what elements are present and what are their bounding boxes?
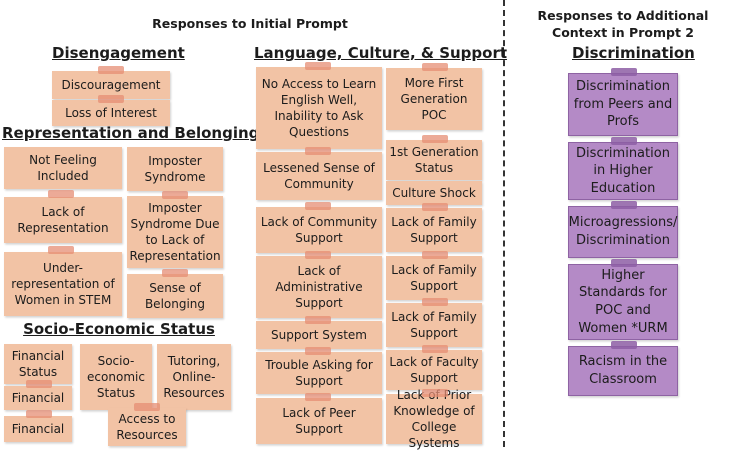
tape	[305, 347, 331, 355]
note-no-access-english: No Access to Learn English Well, Inabili…	[256, 67, 382, 149]
note-discrimination-higher-ed: Discrimination in Higher Education	[568, 142, 678, 200]
note-lack-peer-support: Lack of Peer Support	[256, 398, 382, 444]
note-lack-family-support-3: Lack of Family Support	[386, 303, 482, 347]
note-microagressions: Microagressions/ Discrimination	[568, 206, 678, 258]
tape	[422, 63, 448, 71]
note-more-first-gen: More First Generation POC	[386, 68, 482, 130]
tape	[98, 66, 124, 74]
note-imposter-syndrome: Imposter Syndrome	[127, 147, 223, 191]
heading-language: Language, Culture, & Support	[254, 44, 508, 62]
note-culture-shock: Culture Shock	[386, 181, 482, 205]
heading-representation: Representation and Belonging	[2, 124, 260, 142]
note-lack-family-support-2: Lack of Family Support	[386, 256, 482, 300]
tape	[422, 251, 448, 259]
tape	[611, 201, 637, 209]
tape	[611, 68, 637, 76]
tape	[98, 95, 124, 103]
dashed-divider	[503, 0, 505, 447]
note-support-system: Support System	[256, 321, 382, 349]
note-discouragement: Discouragement	[52, 71, 170, 99]
note-loss-of-interest: Loss of Interest	[52, 100, 170, 126]
tape	[422, 345, 448, 353]
note-financial-2: Financial	[4, 416, 72, 442]
left-title: Responses to Initial Prompt	[152, 16, 348, 31]
note-first-gen-status: 1st Generation Status	[386, 140, 482, 180]
tape	[422, 298, 448, 306]
heading-disengagement: Disengagement	[52, 44, 185, 62]
note-lack-of-representation: Lack of Representation	[4, 197, 122, 243]
right-title: Responses to Additional Context in Promp…	[537, 8, 709, 40]
note-not-feeling-included: Not Feeling Included	[4, 147, 122, 189]
tape	[611, 341, 637, 349]
note-trouble-asking: Trouble Asking for Support	[256, 352, 382, 394]
note-socioeconomic-status: Socio-economic Status	[80, 344, 152, 410]
note-racism-classroom: Racism in the Classroom	[568, 346, 678, 396]
tape	[305, 393, 331, 401]
note-higher-standards: Higher Standards for POC and Women *URM	[568, 264, 678, 340]
tape	[134, 403, 160, 411]
tape	[162, 269, 188, 277]
note-lessened-community: Lessened Sense of Community	[256, 152, 382, 200]
tape	[305, 251, 331, 259]
tape	[26, 380, 52, 388]
tape	[48, 190, 74, 198]
note-lack-community-support: Lack of Community Support	[256, 207, 382, 253]
note-financial-1: Financial	[4, 386, 72, 410]
tape	[305, 316, 331, 324]
note-imposter-syndrome-lack: Imposter Syndrome Due to Lack of Represe…	[127, 196, 223, 268]
tape	[305, 62, 331, 70]
tape	[305, 202, 331, 210]
note-lack-family-support-1: Lack of Family Support	[386, 208, 482, 252]
heading-discrimination: Discrimination	[572, 44, 695, 62]
tape	[611, 259, 637, 267]
note-discrimination-peers: Discrimination from Peers and Profs	[568, 73, 678, 136]
note-sense-of-belonging: Sense of Belonging	[127, 274, 223, 318]
tape	[611, 137, 637, 145]
note-lack-prior-knowledge: Lack of Prior Knowledge of College Syste…	[386, 388, 482, 450]
tape	[422, 203, 448, 211]
tape	[305, 147, 331, 155]
tape	[26, 410, 52, 418]
note-underrepresentation-women: Under-representation of Women in STEM	[4, 252, 122, 316]
note-access-to-resources: Access to Resources	[108, 408, 186, 446]
note-tutoring-online: Tutoring, Online-Resources	[157, 344, 231, 410]
tape	[422, 389, 448, 397]
note-lack-administrative-support: Lack of Administrative Support	[256, 256, 382, 318]
note-financial-status: Financial Status	[4, 344, 72, 384]
note-lack-faculty-support: Lack of Faculty Support	[386, 350, 482, 390]
tape	[422, 135, 448, 143]
tape	[162, 191, 188, 199]
heading-socioeconomic: Socio-Economic Status	[23, 320, 215, 338]
tape	[48, 246, 74, 254]
